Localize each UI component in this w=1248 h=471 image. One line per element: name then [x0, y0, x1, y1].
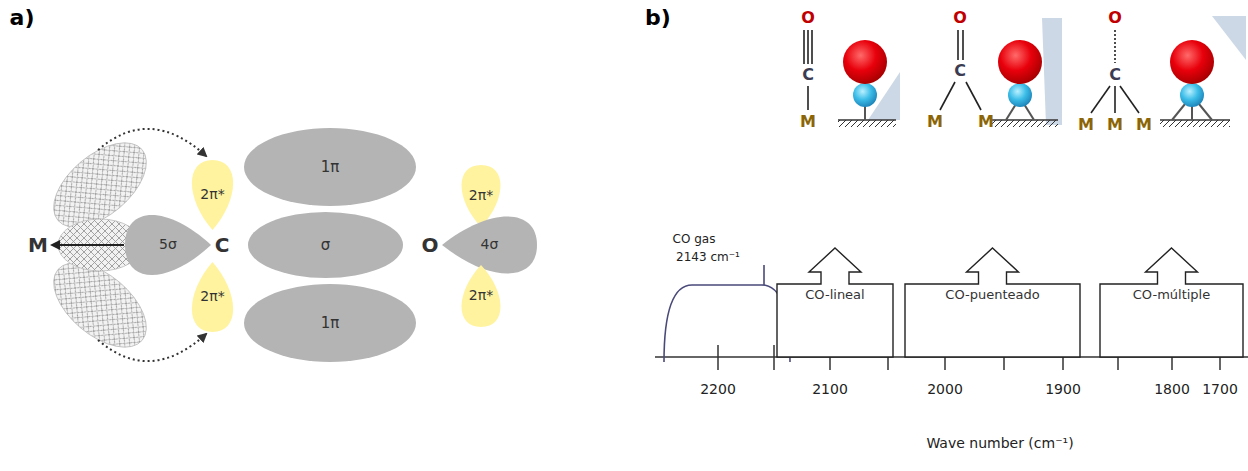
- atom-label: O: [801, 9, 815, 27]
- atom-label: M: [1136, 116, 1152, 134]
- node-text: 5σ: [159, 237, 177, 252]
- donation-arrow: [52, 244, 124, 246]
- atom-label: O: [1108, 9, 1122, 27]
- atom-label: O: [953, 9, 967, 27]
- gas-wavenumber: 2143 cm⁻¹: [676, 251, 740, 264]
- node-text: 4σ: [481, 237, 499, 252]
- pi-orbital: 1π: [244, 128, 416, 206]
- node-text: CO-puenteado: [945, 288, 1039, 302]
- gas-label: CO gas: [673, 233, 716, 246]
- sigma-lone-pair: 4σ: [442, 207, 537, 283]
- adsorbate-models: [838, 40, 1230, 127]
- atom-label: M: [1078, 116, 1094, 134]
- atom-label: O: [421, 234, 438, 256]
- node-text: 2π*: [200, 289, 224, 304]
- antibonding-orbital: 2π*: [455, 265, 507, 327]
- panel-letter: b): [645, 6, 671, 30]
- atom-label: M: [978, 113, 994, 131]
- antibonding-orbital: 2π*: [185, 160, 240, 230]
- node-outline: [777, 248, 893, 357]
- bond-lines: [804, 30, 1139, 113]
- band-box: CO-lineal: [777, 248, 893, 357]
- atom-label: M: [1107, 116, 1123, 134]
- atom-label: C: [954, 62, 966, 80]
- atom-label: M: [927, 113, 943, 131]
- antibonding-orbital: 2π*: [185, 262, 240, 332]
- node-text: 1π: [321, 315, 340, 332]
- node-text: CO-múltiple: [1133, 288, 1210, 302]
- band-box: CO-puenteado: [905, 248, 1080, 357]
- sigma-orbital: σ: [248, 212, 403, 278]
- gas-band: [664, 265, 790, 362]
- shade-panels: [868, 16, 1246, 125]
- node-outline: [1100, 248, 1243, 357]
- node-text: σ: [321, 237, 331, 254]
- node-text: 1π: [321, 159, 340, 176]
- node-text: 2π*: [200, 187, 224, 202]
- axis-title: Wave number (cm⁻¹): [926, 436, 1073, 451]
- node-text: CO-lineal: [805, 288, 864, 302]
- tick-label: 2000: [927, 382, 963, 397]
- tick-label: 1800: [1154, 382, 1190, 397]
- atom-label: C: [802, 66, 814, 84]
- node-text: 2π*: [469, 188, 493, 203]
- atom-label: M: [28, 234, 48, 256]
- sigma-lone-pair: 5σ: [125, 205, 211, 285]
- node-outline: [905, 248, 1080, 357]
- panel-letter: a): [10, 6, 35, 30]
- pi-orbital: 1π: [244, 284, 416, 362]
- tick-label: 2200: [700, 382, 736, 397]
- tick-label: 2100: [812, 382, 848, 397]
- atom-label: C: [215, 234, 230, 256]
- tick-label: 1700: [1202, 382, 1238, 397]
- atom-label: M: [800, 113, 816, 131]
- atom-label: C: [1109, 66, 1121, 84]
- band-box: CO-múltiple: [1100, 248, 1243, 357]
- tick-label: 1900: [1045, 382, 1081, 397]
- node-text: 2π*: [469, 288, 493, 303]
